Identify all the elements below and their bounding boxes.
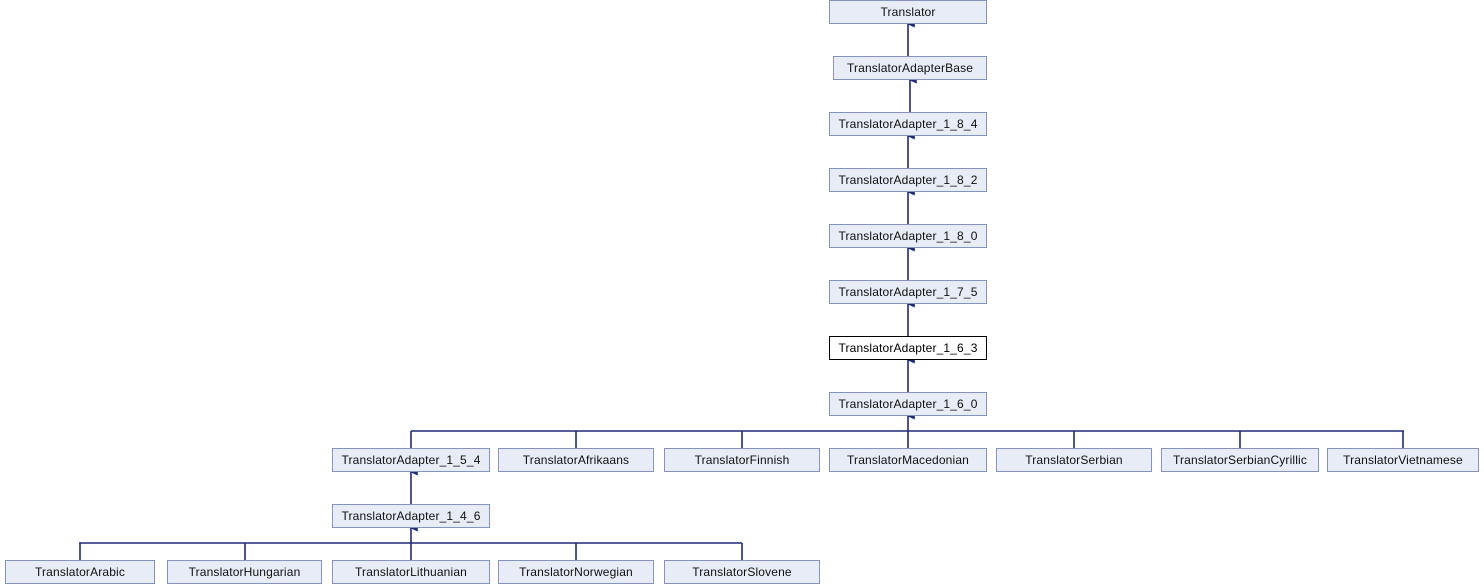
- class-node-translator-serbian-cyrillic[interactable]: TranslatorSerbianCyrillic: [1161, 448, 1319, 472]
- class-node-label: TranslatorArabic: [35, 565, 125, 579]
- class-node-label: TranslatorHungarian: [188, 565, 301, 579]
- class-node-translator[interactable]: Translator: [829, 0, 987, 24]
- class-node-translator-serbian[interactable]: TranslatorSerbian: [996, 448, 1152, 472]
- class-node-label: TranslatorAdapter_1_6_0: [838, 397, 978, 411]
- class-node-label: TranslatorAdapter_1_6_3: [838, 341, 978, 355]
- class-node-translator-adapter-base[interactable]: TranslatorAdapterBase: [833, 56, 987, 80]
- class-node-translator-vietnamese[interactable]: TranslatorVietnamese: [1327, 448, 1479, 472]
- class-node-translator-slovene[interactable]: TranslatorSlovene: [664, 560, 820, 584]
- class-node-label: TranslatorLithuanian: [355, 565, 467, 579]
- class-node-label: TranslatorAdapter_1_8_0: [838, 229, 978, 243]
- class-node-label: TranslatorVietnamese: [1343, 453, 1463, 467]
- class-node-label: TranslatorNorwegian: [519, 565, 633, 579]
- inheritance-edges: [79, 20, 1404, 560]
- class-node-translator-adapter-1-8-0[interactable]: TranslatorAdapter_1_8_0: [829, 224, 987, 248]
- class-node-label: TranslatorAdapter_1_7_5: [838, 285, 978, 299]
- class-node-label: TranslatorSlovene: [692, 565, 792, 579]
- class-node-translator-adapter-1-5-4[interactable]: TranslatorAdapter_1_5_4: [332, 448, 490, 472]
- class-node-label: TranslatorAdapterBase: [846, 61, 974, 75]
- class-node-translator-adapter-1-7-5[interactable]: TranslatorAdapter_1_7_5: [829, 280, 987, 304]
- class-node-translator-norwegian[interactable]: TranslatorNorwegian: [498, 560, 654, 584]
- class-node-label: TranslatorMacedonian: [847, 453, 969, 467]
- class-node-translator-adapter-1-4-6[interactable]: TranslatorAdapter_1_4_6: [332, 504, 490, 528]
- class-node-label: TranslatorSerbianCyrillic: [1172, 453, 1307, 467]
- class-node-label: TranslatorAfrikaans: [522, 453, 630, 467]
- class-node-translator-afrikaans[interactable]: TranslatorAfrikaans: [498, 448, 654, 472]
- class-node-label: Translator: [880, 5, 936, 19]
- class-node-translator-lithuanian[interactable]: TranslatorLithuanian: [332, 560, 490, 584]
- class-node-label: TranslatorAdapter_1_5_4: [341, 453, 481, 467]
- class-node-translator-adapter-1-6-0[interactable]: TranslatorAdapter_1_6_0: [829, 392, 987, 416]
- class-node-label: TranslatorSerbian: [1025, 453, 1123, 467]
- class-node-translator-finnish[interactable]: TranslatorFinnish: [664, 448, 820, 472]
- class-node-translator-adapter-1-6-3[interactable]: TranslatorAdapter_1_6_3: [829, 336, 987, 360]
- class-node-label: TranslatorAdapter_1_8_4: [838, 117, 978, 131]
- class-node-translator-hungarian[interactable]: TranslatorHungarian: [167, 560, 322, 584]
- class-node-translator-arabic[interactable]: TranslatorArabic: [5, 560, 155, 584]
- class-node-translator-adapter-1-8-2[interactable]: TranslatorAdapter_1_8_2: [829, 168, 987, 192]
- class-node-label: TranslatorAdapter_1_4_6: [341, 509, 481, 523]
- class-node-label: TranslatorAdapter_1_8_2: [838, 173, 978, 187]
- class-node-translator-adapter-1-8-4[interactable]: TranslatorAdapter_1_8_4: [829, 112, 987, 136]
- class-node-label: TranslatorFinnish: [694, 453, 790, 467]
- class-node-translator-macedonian[interactable]: TranslatorMacedonian: [829, 448, 987, 472]
